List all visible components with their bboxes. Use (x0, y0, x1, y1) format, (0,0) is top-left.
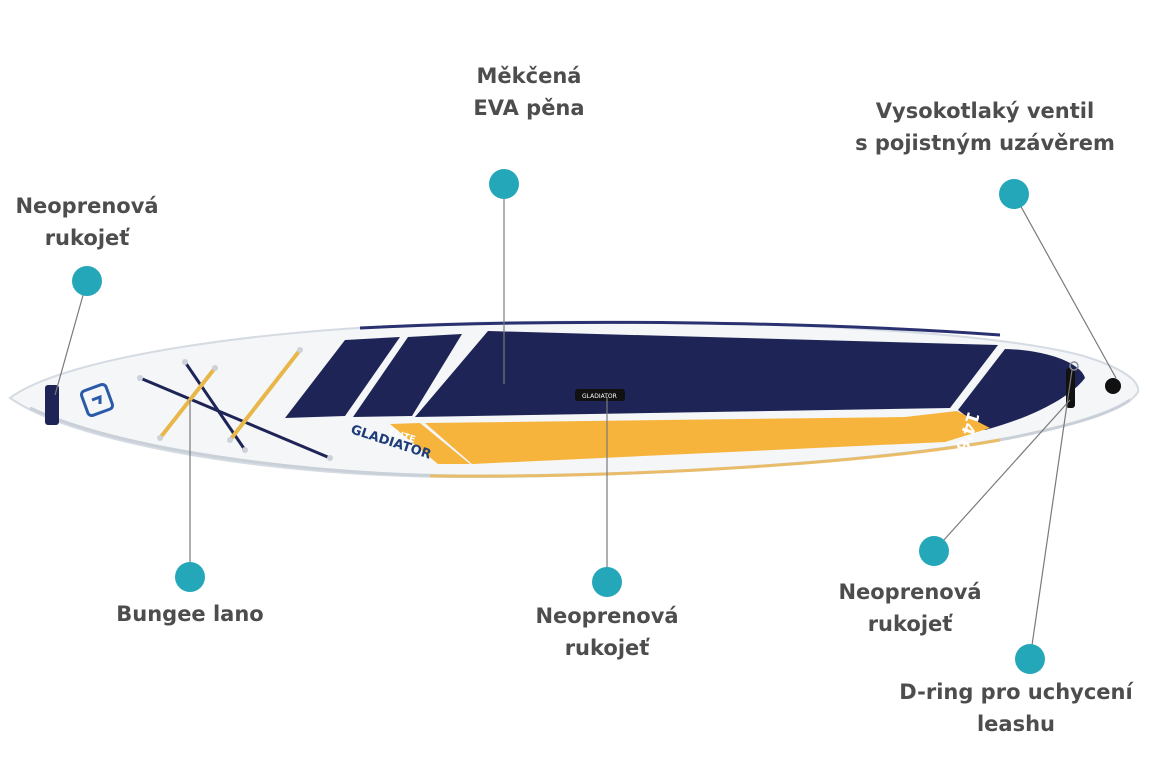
callout-label-line: Neoprenová (15, 194, 159, 218)
nose-handle (45, 385, 59, 425)
deck-pad-orange-1 (425, 411, 990, 464)
callout-label-d-ring: D-ring pro uchycení leashu (885, 676, 1147, 740)
bungee-anchor (242, 447, 248, 453)
deck-pad-2 (353, 334, 462, 417)
callout-dot-bungee[interactable] (175, 562, 205, 592)
bungee-cord (158, 366, 217, 440)
callout-label-line: Neoprenová (838, 580, 982, 604)
callout-label-line: Měkčená (476, 64, 582, 88)
center-handle (575, 389, 625, 401)
callout-dot-eva-foam[interactable] (489, 169, 519, 199)
callout-label-eva-foam: Měkčená EVA pěna (454, 60, 604, 124)
valve (1105, 378, 1121, 394)
callout-label-line: rukojeť (867, 612, 953, 636)
callout-dot-tail-handle[interactable] (919, 536, 949, 566)
deck-pad-orange-2 (390, 423, 470, 464)
callout-label-line: Neoprenová (535, 604, 679, 628)
deck-pad-1 (285, 337, 400, 418)
nose-logo-badge (79, 382, 115, 418)
callout-dot-valve[interactable] (999, 179, 1029, 209)
callout-label-line: EVA pěna (473, 96, 585, 120)
bungee-anchor (327, 455, 333, 461)
bungee-anchor (297, 347, 303, 353)
leader-line-valve (1013, 193, 1117, 379)
bungee-anchor (212, 365, 218, 371)
bungee-cord (139, 376, 331, 460)
callout-label-line: rukojeť (564, 636, 650, 660)
d-ring (1069, 361, 1079, 371)
center-handle-text: GLADIATOR (582, 393, 617, 400)
callout-label-bungee: Bungee lano (105, 598, 275, 630)
board-orange-rail (429, 438, 1001, 478)
nose-logo-mark (91, 394, 102, 404)
deck-pad-main (415, 331, 998, 417)
bungee-anchor (137, 375, 143, 381)
deck-pad-tail (958, 349, 1085, 430)
callout-label-line: rukojeť (44, 226, 130, 250)
callout-label-valve: Vysokotlaký ventil s pojistným uzávěrem (835, 95, 1135, 159)
leader-line-nose-handle (54, 280, 88, 396)
callout-dot-nose-handle[interactable] (72, 266, 102, 296)
bungee-cord (228, 348, 302, 442)
bungee-anchor (182, 359, 188, 365)
bungee-anchor (157, 435, 163, 441)
callout-label-line: D-ring pro uchycení (899, 680, 1133, 704)
callout-label-center-handle: Neoprenová rukojeť (520, 600, 694, 664)
callout-label-nose-handle: Neoprenová rukojeť (0, 190, 174, 254)
callout-label-line: Vysokotlaký ventil (875, 99, 1095, 123)
callout-label-line: s pojistným uzávěrem (855, 131, 1115, 155)
callout-label-line: Bungee lano (116, 602, 264, 626)
callout-dot-d-ring[interactable] (1015, 644, 1045, 674)
callout-dot-center-handle[interactable] (592, 567, 622, 597)
leader-line-tail-handle (933, 399, 1071, 552)
board-rail-top (359, 320, 1001, 337)
bungee-anchor (227, 437, 233, 443)
leader-line-d-ring (1029, 369, 1073, 660)
callout-label-line: leashu (976, 712, 1055, 736)
callout-label-tail-handle: Neoprenová rukojeť (823, 576, 997, 640)
